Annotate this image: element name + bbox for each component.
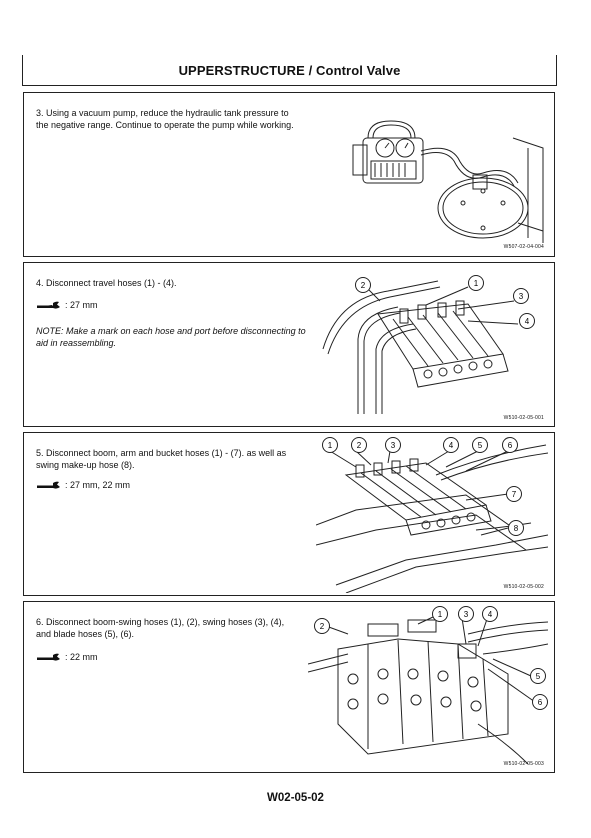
svg-text:2: 2 <box>357 441 362 450</box>
travel-hoses-figure: 1 2 3 4 W510-02-05-001 <box>318 269 548 424</box>
svg-text:1: 1 <box>474 279 479 288</box>
wrench-icon <box>37 481 60 489</box>
callout-5: 5 <box>472 437 488 453</box>
callout-5: 5 <box>530 668 546 684</box>
svg-text:2: 2 <box>361 281 366 290</box>
svg-text:4: 4 <box>525 317 530 326</box>
svg-text:1: 1 <box>328 441 333 450</box>
note-label: NOTE: <box>36 326 64 336</box>
figure-id: W507-02-04-004 <box>503 244 544 250</box>
wrench-spec: : 27 mm, 22 mm <box>36 480 130 490</box>
note: NOTE: Make a mark on each hose and port … <box>36 325 311 349</box>
control-valve-illustration: 1 2 3 4 <box>322 275 535 414</box>
wrench-size: : 22 mm <box>65 652 98 662</box>
callout-3: 3 <box>385 437 401 453</box>
svg-text:3: 3 <box>464 610 469 619</box>
vacuum-pump-figure: W507-02-04-004 <box>333 103 548 253</box>
callout-3: 3 <box>458 606 474 622</box>
svg-text:6: 6 <box>508 441 513 450</box>
step-5-panel: 5. Disconnect boom, arm and bucket hoses… <box>23 432 555 596</box>
callout-2: 2 <box>314 618 330 634</box>
svg-text:6: 6 <box>538 698 543 707</box>
svg-text:5: 5 <box>536 672 541 681</box>
vacuum-pump-illustration <box>352 120 544 243</box>
callout-4: 4 <box>482 606 498 622</box>
callout-8: 8 <box>508 520 524 536</box>
svg-text:2: 2 <box>320 622 325 631</box>
callout-2: 2 <box>351 437 367 453</box>
callout-6: 6 <box>502 437 518 453</box>
callout-2: 2 <box>355 277 371 293</box>
callout-1: 1 <box>322 437 338 453</box>
svg-text:3: 3 <box>391 441 396 450</box>
wrench-size: : 27 mm, 22 mm <box>65 480 131 490</box>
svg-text:1: 1 <box>438 610 443 619</box>
callout-4: 4 <box>443 437 459 453</box>
svg-text:3: 3 <box>519 292 524 301</box>
boom-swing-blade-hoses-figure: 1 2 3 4 5 6 W510-02-05-003 <box>308 604 548 770</box>
control-valve-illustration: 1 2 3 4 5 6 <box>308 606 548 765</box>
page-header: UPPERSTRUCTURE / Control Valve <box>22 55 557 86</box>
callout-3: 3 <box>513 288 529 304</box>
step-4-text: 4. Disconnect travel hoses (1) - (4). <box>36 278 177 288</box>
wrench-spec: : 27 mm <box>36 300 98 310</box>
callout-1: 1 <box>468 275 484 291</box>
callout-6: 6 <box>532 694 548 710</box>
callout-7: 7 <box>506 486 522 502</box>
svg-text:8: 8 <box>514 524 519 533</box>
svg-text:7: 7 <box>512 490 517 499</box>
step-4-panel: 4. Disconnect travel hoses (1) - (4). : … <box>23 262 555 427</box>
figure-id: W510-02-05-001 <box>503 415 544 421</box>
boom-arm-bucket-hoses-figure: 1 2 3 4 5 6 7 <box>316 435 548 593</box>
step-6-text: 6. Disconnect boom-swing hoses (1), (2),… <box>36 617 285 639</box>
control-valve-illustration: 1 2 3 4 5 6 7 <box>316 437 548 593</box>
svg-text:4: 4 <box>449 441 454 450</box>
wrench-size: : 27 mm <box>65 300 98 310</box>
wrench-icon <box>37 301 60 309</box>
step-6-panel: 6. Disconnect boom-swing hoses (1), (2),… <box>23 601 555 773</box>
page-number: W02-05-02 <box>267 792 324 804</box>
callout-1: 1 <box>432 606 448 622</box>
page-title: UPPERSTRUCTURE / Control Valve <box>178 63 401 78</box>
step-3-panel: 3. Using a vacuum pump, reduce the hydra… <box>23 92 555 257</box>
wrench-spec: : 22 mm <box>36 652 98 662</box>
figure-id: W510-02-05-003 <box>503 761 544 767</box>
wrench-icon <box>37 653 60 661</box>
figure-id: W510-02-05-002 <box>503 584 544 590</box>
callout-4: 4 <box>519 313 535 329</box>
step-3-text: 3. Using a vacuum pump, reduce the hydra… <box>36 108 294 130</box>
note-text: Make a mark on each hose and port before… <box>36 326 306 348</box>
svg-text:5: 5 <box>478 441 483 450</box>
svg-text:4: 4 <box>488 610 493 619</box>
step-5-text: 5. Disconnect boom, arm and bucket hoses… <box>36 448 287 470</box>
